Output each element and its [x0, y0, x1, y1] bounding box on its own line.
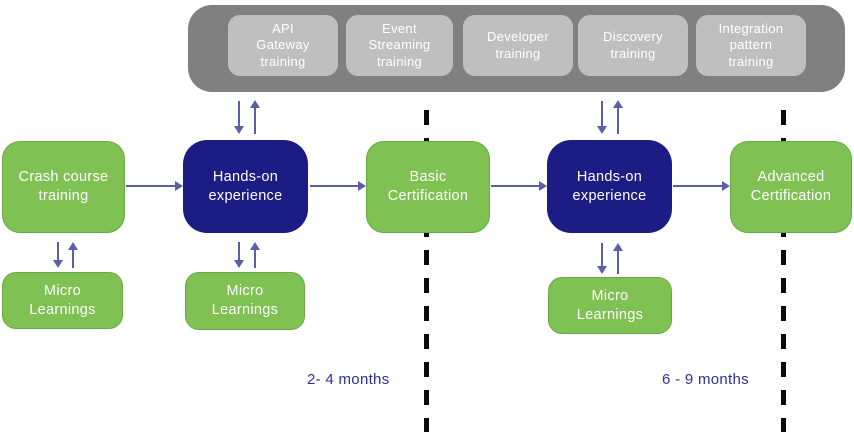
flow-arrow-right-icon [126, 181, 183, 191]
training-chip-label: API Gateway training [256, 20, 310, 69]
training-chip-label: Developer training [487, 28, 549, 61]
flow-arrow-right-icon [310, 181, 366, 191]
micro-learnings-box-2: Micro Learnings [185, 272, 305, 330]
training-chip-label: Event Streaming training [368, 20, 431, 69]
phase-divider-line [424, 110, 429, 432]
trainings-panel: API Gateway training Event Streaming tra… [188, 5, 845, 92]
up-arrow-icon [250, 100, 260, 134]
up-arrow-icon [613, 243, 623, 274]
down-arrow-icon [234, 101, 244, 134]
training-chip-developer: Developer training [463, 15, 573, 76]
micro-learnings-box-1: Micro Learnings [2, 272, 123, 329]
flow-arrow-right-icon [491, 181, 547, 191]
phase1-duration-label: 2- 4 months [307, 371, 390, 388]
step-label: Hands-on experience [572, 168, 647, 204]
micro-learnings-label: Micro Learnings [576, 287, 644, 323]
down-arrow-icon [53, 242, 63, 268]
training-chip-integration-pattern: Integration pattern training [696, 15, 806, 76]
micro-learnings-label: Micro Learnings [211, 283, 279, 318]
step-label: Advanced Certification [750, 169, 832, 204]
up-arrow-icon [250, 242, 260, 268]
training-chip-label: Integration pattern training [718, 20, 784, 69]
step-hands-on-experience-2: Hands-on experience [547, 140, 672, 233]
phase-divider-line [781, 110, 786, 432]
micro-learnings-box-3: Micro Learnings [548, 277, 672, 334]
step-advanced-certification: Advanced Certification [730, 141, 852, 233]
up-arrow-icon [68, 242, 78, 268]
down-arrow-icon [597, 101, 607, 134]
step-basic-certification: Basic Certification [366, 141, 490, 233]
training-chip-api-gateway: API Gateway training [228, 15, 338, 76]
training-chip-discovery: Discovery training [578, 15, 688, 76]
step-label: Hands-on experience [208, 168, 283, 204]
step-hands-on-experience-1: Hands-on experience [183, 140, 308, 233]
micro-learnings-label: Micro Learnings [29, 282, 96, 318]
phase2-duration-label: 6 - 9 months [662, 371, 749, 388]
step-label: Crash course training [18, 169, 109, 204]
step-crash-course-training: Crash course training [2, 141, 125, 233]
down-arrow-icon [597, 243, 607, 274]
down-arrow-icon [234, 242, 244, 268]
step-label: Basic Certification [387, 169, 469, 204]
training-chip-event-streaming: Event Streaming training [346, 15, 453, 76]
up-arrow-icon [613, 100, 623, 134]
training-chip-label: Discovery training [603, 28, 663, 61]
flow-arrow-right-icon [673, 181, 730, 191]
